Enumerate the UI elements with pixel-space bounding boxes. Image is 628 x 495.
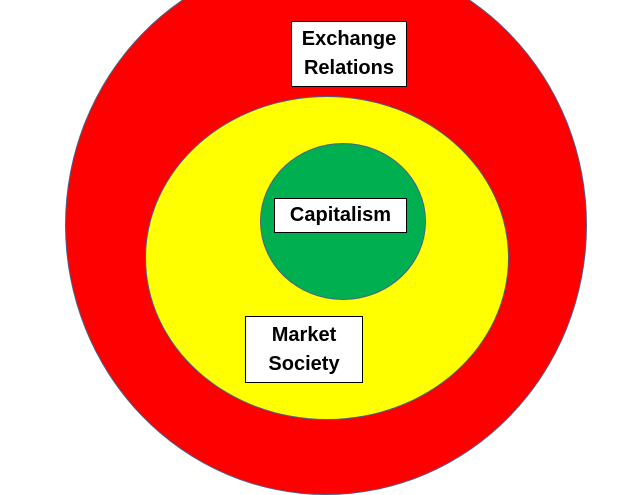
capitalism-line-1: Capitalism <box>289 204 392 226</box>
market-society-label: Market Society <box>245 316 363 383</box>
exchange-relations-line-1: Exchange <box>301 28 397 50</box>
capitalism-label: Capitalism <box>274 198 407 233</box>
market-society-line-2: Society <box>268 352 340 375</box>
market-society-line-1: Market <box>271 323 337 346</box>
exchange-relations-line-2: Relations <box>303 57 394 79</box>
exchange-relations-label: Exchange Relations <box>291 21 407 87</box>
